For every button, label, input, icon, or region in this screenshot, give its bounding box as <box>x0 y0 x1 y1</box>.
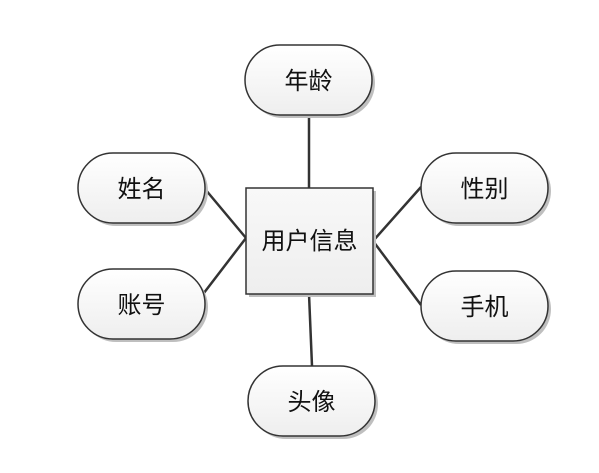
connector-account <box>196 237 247 303</box>
connector-phone <box>372 240 422 306</box>
entity-user-info: 用户信息 <box>245 187 376 297</box>
connector-gender <box>372 186 422 242</box>
attribute-name: 姓名 <box>77 152 208 226</box>
connector-avatar <box>307 293 314 367</box>
attribute-phone-label: 手机 <box>461 293 509 321</box>
connector-name <box>204 188 247 239</box>
attribute-gender-label: 性别 <box>461 175 509 203</box>
entity-label: 用户信息 <box>262 227 358 255</box>
attribute-account-label: 账号 <box>118 291 166 319</box>
attribute-avatar: 头像 <box>247 365 378 439</box>
attribute-gender: 性别 <box>420 152 551 226</box>
attribute-age-label: 年龄 <box>285 67 333 95</box>
attribute-age: 年龄 <box>244 44 375 118</box>
attribute-account: 账号 <box>77 268 208 342</box>
attribute-name-label: 姓名 <box>118 175 166 203</box>
attribute-avatar-label: 头像 <box>288 388 336 416</box>
attribute-phone: 手机 <box>420 270 551 344</box>
